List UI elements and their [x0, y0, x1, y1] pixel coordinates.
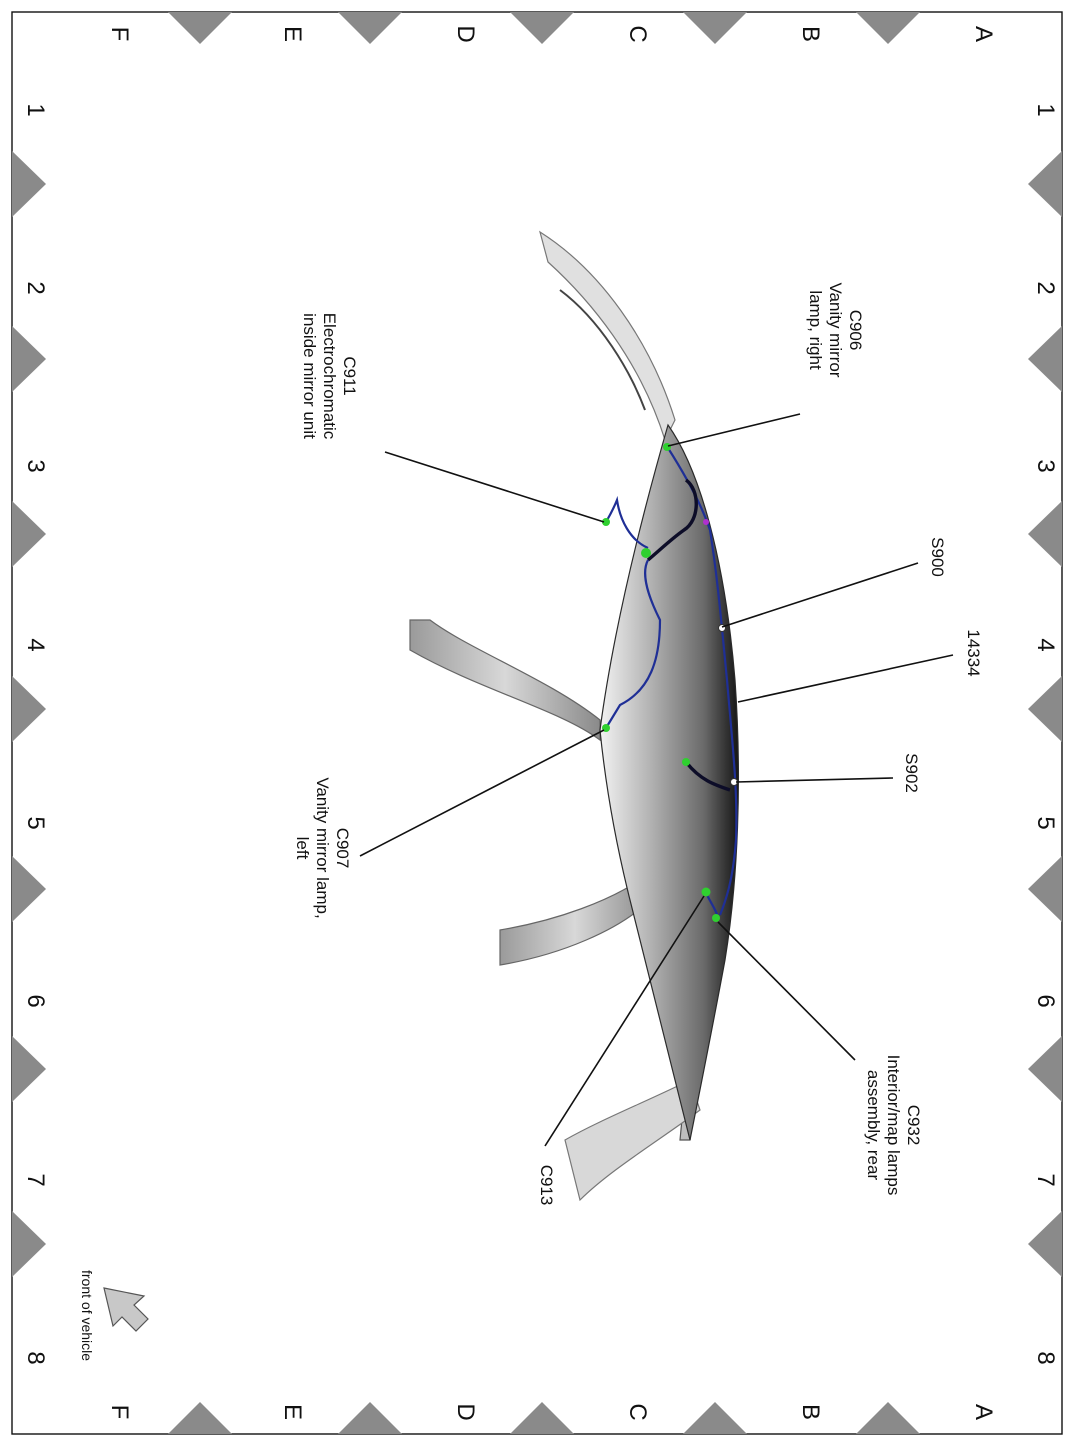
connector-c911[interactable] [602, 518, 610, 526]
grid-letter-bottom-A: A [970, 1404, 997, 1420]
grid-markers-top [168, 12, 920, 44]
connector-c932[interactable] [712, 914, 720, 922]
leader-s900 [721, 562, 919, 628]
callout-c911: C911 Electrochromatic inside mirror unit [300, 313, 359, 440]
leader-c911 [384, 451, 605, 523]
callout-c906-line1: Vanity mirror [826, 282, 845, 377]
windshield-frame [539, 230, 676, 442]
c-pillar [564, 1079, 701, 1202]
grid-number-left-6: 6 [22, 994, 49, 1007]
wiring-harness [605, 447, 738, 918]
callout-s902: S902 [902, 753, 921, 793]
grid-number-left-8: 8 [22, 1351, 49, 1364]
clip-marker [703, 519, 709, 525]
callout-c911-line2: inside mirror unit [300, 313, 319, 439]
grid-number-left-3: 3 [22, 459, 49, 472]
grid-letter-bottom-B: B [797, 1404, 824, 1420]
grid-letter-top-E: E [279, 26, 306, 42]
grid-number-right-3: 3 [1032, 459, 1059, 472]
callout-s900-code: S900 [928, 537, 947, 577]
windshield-frame-detail [559, 289, 646, 411]
grid-letter-top-B: B [797, 26, 824, 42]
grid-number-right-2: 2 [1032, 281, 1059, 294]
grid-markers-right [1028, 151, 1062, 1277]
grid-number-right-8: 8 [1032, 1351, 1059, 1364]
callout-c932-line1: Interior/map lamps [884, 1055, 903, 1196]
grid-number-right-6: 6 [1032, 994, 1059, 1007]
callout-c913-code: C913 [537, 1165, 556, 1206]
front-arrow-icon [103, 1287, 149, 1332]
grid-letter-bottom-E: E [279, 1404, 306, 1420]
callout-c911-code: C911 [340, 356, 359, 395]
harness-branch-c907 [605, 559, 662, 729]
grid-number-right-5: 5 [1032, 816, 1059, 829]
grid-letter-top-C: C [624, 25, 651, 42]
callout-14334: 14334 [964, 629, 983, 676]
grid-letter-top-F: F [106, 27, 133, 42]
callout-c911-line1: Electrochromatic [320, 313, 339, 440]
callout-c932-line2: assembly, rear [864, 1070, 883, 1181]
grid-number-right-7: 7 [1032, 1173, 1059, 1186]
callout-c913: C913 [537, 1165, 556, 1206]
leader-c906 [667, 413, 801, 447]
connector-harness-c911[interactable] [641, 548, 651, 558]
connector-s902-branch[interactable] [682, 758, 690, 766]
grid-number-left-2: 2 [22, 281, 49, 294]
grid-letter-top-D: D [452, 25, 479, 42]
callout-c907-line2: left [293, 837, 312, 860]
harness-branch-s902 [684, 760, 731, 792]
front-of-vehicle-indicator: front of vehicle [79, 1270, 149, 1361]
callout-s902-code: S902 [902, 753, 921, 793]
callout-c906-code: C906 [846, 310, 865, 351]
grid-number-left-4: 4 [22, 638, 49, 651]
grid-numbers-left: 1 2 3 4 5 6 7 8 [22, 103, 49, 1364]
callout-c906: C906 Vanity mirror lamp, right [806, 282, 865, 377]
b-pillar [499, 879, 651, 966]
diagram-border [11, 11, 1063, 1435]
roof-headliner-illustration [409, 230, 739, 1202]
front-of-vehicle-label: front of vehicle [79, 1270, 95, 1361]
grid-letters-top: A B C D E F [106, 25, 997, 42]
callout-c932-code: C932 [904, 1105, 923, 1146]
grid-number-left-1: 1 [22, 103, 49, 116]
grid-number-right-4: 4 [1032, 638, 1059, 651]
leader-lines [359, 413, 954, 1147]
grid-number-left-5: 5 [22, 816, 49, 829]
grid-markers-left [12, 151, 46, 1277]
leader-14334 [737, 654, 954, 703]
grid-number-left-7: 7 [22, 1173, 49, 1186]
roof-panel [599, 423, 739, 1141]
harness-branch-dark [646, 478, 698, 562]
a-pillar [409, 619, 601, 742]
grid-letters-bottom: A B C D E F [106, 1403, 997, 1420]
callout-c907: C907 Vanity mirror lamp, left [293, 777, 352, 918]
callout-c907-line1: Vanity mirror lamp, [313, 777, 332, 918]
callout-c906-line2: lamp, right [806, 290, 825, 370]
callout-14334-code: 14334 [964, 629, 983, 676]
leader-s902 [735, 777, 894, 783]
callout-s900: S900 [928, 537, 947, 577]
callout-c907-code: C907 [333, 828, 352, 869]
callout-c932: C932 Interior/map lamps assembly, rear [864, 1055, 923, 1196]
grid-number-right-1: 1 [1032, 103, 1059, 116]
grid-letter-bottom-D: D [452, 1403, 479, 1420]
grid-markers-bottom [168, 1402, 920, 1434]
connector-c913[interactable] [701, 887, 711, 897]
connector-c906[interactable] [663, 443, 671, 451]
grid-letter-bottom-F: F [106, 1405, 133, 1420]
grid-letter-top-A: A [970, 26, 997, 42]
grid-letter-bottom-C: C [624, 1403, 651, 1420]
leader-c932 [717, 921, 856, 1061]
harness-branch-c911 [605, 495, 649, 550]
leader-c913 [544, 895, 705, 1147]
grid-numbers-right: 1 2 3 4 5 6 7 8 [1032, 103, 1059, 1364]
main-harness-wire [667, 447, 738, 916]
leader-c907 [359, 729, 605, 857]
